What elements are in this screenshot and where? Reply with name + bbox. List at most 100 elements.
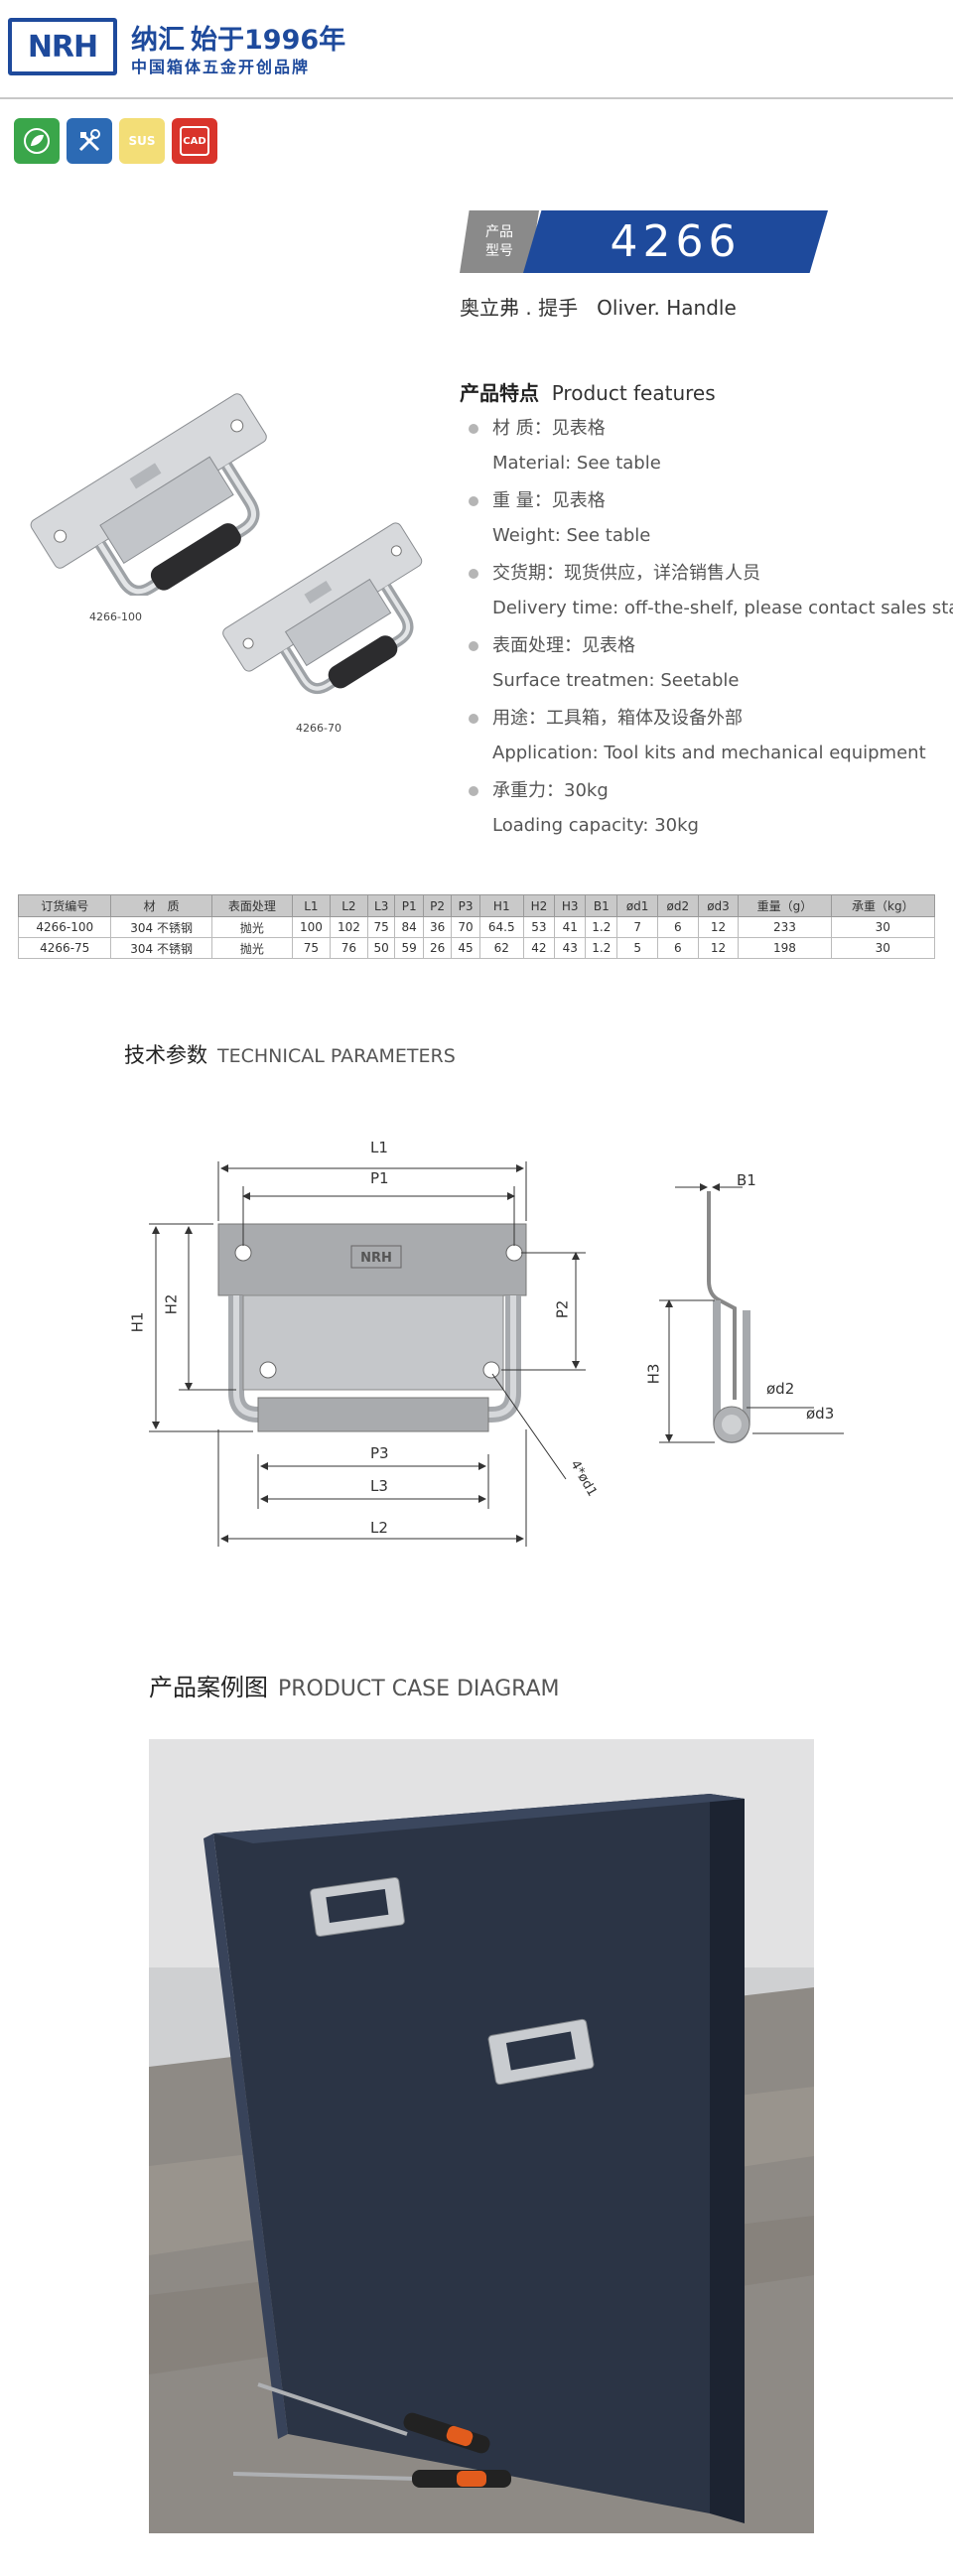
table-cell: 26	[422, 937, 453, 959]
table-cell: 50	[366, 937, 396, 959]
table-cell: 43	[554, 937, 587, 959]
col-material: 材 质	[110, 894, 212, 917]
col-l1: L1	[291, 894, 331, 917]
spec-table-header: 订货编号 材 质 表面处理 L1 L2 L3 P1 P2 P3 H1 H2 H3…	[17, 894, 936, 917]
table-cell: 70	[451, 916, 480, 938]
table-cell: 1.2	[585, 916, 618, 938]
table-cell: 62	[478, 937, 524, 959]
table-cell: 6	[656, 916, 699, 938]
dim-p1: P1	[370, 1169, 389, 1187]
spec-table: 订货编号 材 质 表面处理 L1 L2 L3 P1 P2 P3 H1 H2 H3…	[17, 894, 936, 959]
col-h2: H2	[522, 894, 556, 917]
model-tag: 产品 型号	[460, 210, 539, 273]
table-cell: 84	[394, 916, 424, 938]
table-cell: 5	[616, 937, 658, 959]
table-cell: 12	[697, 937, 740, 959]
table-cell: 4266-100	[17, 916, 112, 938]
dim-b1: B1	[737, 1171, 756, 1189]
col-h3: H3	[554, 894, 587, 917]
col-order-no: 订货编号	[17, 894, 112, 917]
dim-h1: H1	[128, 1311, 147, 1333]
table-cell: 59	[394, 937, 424, 959]
technical-drawing-front: NRH	[149, 1161, 586, 1547]
table-cell: 30	[830, 916, 936, 938]
col-h1: H1	[478, 894, 524, 917]
table-cell: 42	[522, 937, 556, 959]
table-cell: 75	[291, 937, 331, 959]
table-cell: 53	[522, 916, 556, 938]
dim-d3: ød3	[806, 1405, 835, 1423]
col-d1: ød1	[616, 894, 658, 917]
logo-text: NRH	[27, 29, 98, 65]
table-cell: 1.2	[585, 937, 618, 959]
table-cell: 4266-75	[17, 937, 112, 959]
table-cell: 304 不锈钢	[110, 916, 212, 938]
header-divider	[0, 97, 953, 99]
table-cell: 抛光	[210, 937, 293, 959]
table-cell: 102	[329, 916, 368, 938]
table-cell: 30	[830, 937, 936, 959]
dim-d2: ød2	[766, 1380, 795, 1398]
product-photo-small	[222, 522, 423, 695]
table-cell: 7	[616, 916, 658, 938]
plate-logo: NRH	[360, 1251, 392, 1266]
table-cell: 233	[738, 916, 832, 938]
technical-drawing-side	[659, 1183, 844, 1444]
photo-label-large: 4266-100	[89, 610, 142, 623]
table-cell: 41	[554, 916, 587, 938]
col-b1: B1	[585, 894, 618, 917]
table-cell: 100	[291, 916, 331, 938]
table-cell: 36	[422, 916, 453, 938]
certification-badges: SUS CAD	[14, 118, 217, 164]
photo-label-small: 4266-70	[296, 722, 341, 735]
product-name: 奥立弗 . 提手 Oliver. Handle	[460, 296, 737, 320]
table-row: 4266-75 304 不锈钢 抛光 75 76 50 59 26 45 62 …	[17, 937, 936, 959]
table-cell: 64.5	[478, 916, 524, 938]
dim-h3: H3	[644, 1363, 663, 1385]
col-d2: ød2	[656, 894, 699, 917]
product-case-photo	[149, 1739, 814, 2533]
brand-logo: NRH	[8, 18, 117, 75]
tools-icon	[67, 118, 112, 164]
dim-h2: H2	[162, 1293, 181, 1315]
col-p2: P2	[422, 894, 453, 917]
col-l2: L2	[329, 894, 368, 917]
dim-l1: L1	[370, 1139, 388, 1156]
eco-leaf-icon	[14, 118, 60, 164]
table-cell: 45	[451, 937, 480, 959]
dim-l2: L2	[370, 1519, 388, 1537]
cad-file-icon: CAD	[172, 118, 217, 164]
col-surface: 表面处理	[210, 894, 293, 917]
features-title: 产品特点 Product features	[460, 381, 716, 405]
brand-name: 纳汇始于1996年	[131, 25, 346, 56]
col-d3: ød3	[697, 894, 740, 917]
table-cell: 75	[366, 916, 396, 938]
product-photo-large	[30, 393, 267, 596]
col-load: 承重（kg）	[830, 894, 936, 917]
table-cell: 304 不锈钢	[110, 937, 212, 959]
col-p1: P1	[394, 894, 424, 917]
col-p3: P3	[451, 894, 480, 917]
table-cell: 抛光	[210, 916, 293, 938]
dim-p2: P2	[553, 1299, 572, 1319]
brand-slogan: 中国箱体五金开创品牌	[131, 58, 311, 76]
table-cell: 12	[697, 916, 740, 938]
table-cell: 6	[656, 937, 699, 959]
table-row: 4266-100 304 不锈钢 抛光 100 102 75 84 36 70 …	[17, 916, 936, 938]
table-cell: 198	[738, 937, 832, 959]
model-number: 4266	[523, 210, 828, 273]
col-weight: 重量（g）	[738, 894, 832, 917]
dim-p3: P3	[370, 1444, 389, 1462]
table-cell: 76	[329, 937, 368, 959]
sus-material-icon: SUS	[119, 118, 165, 164]
dim-l3: L3	[370, 1477, 388, 1495]
col-l3: L3	[366, 894, 396, 917]
